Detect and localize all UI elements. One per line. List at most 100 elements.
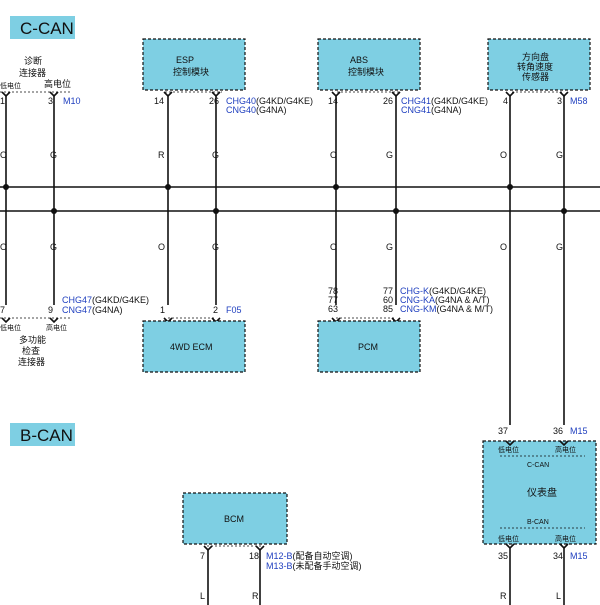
multi-check-connector: 低电位 高电位 多功能 检查 连接器 bbox=[0, 317, 70, 367]
connector-chg41: CHG41(G4KD/G4KE) bbox=[401, 96, 488, 106]
wire-color-bcm-l: L bbox=[200, 591, 205, 601]
connector-m15-bottom: M15 bbox=[570, 551, 588, 561]
svg-text:检查: 检查 bbox=[22, 345, 40, 356]
svg-text:低电位: 低电位 bbox=[0, 323, 21, 332]
abs-label: ABS bbox=[350, 55, 368, 65]
connector-cng40: CNG40(G4NA) bbox=[226, 105, 287, 115]
pin-cl-36: 36 bbox=[553, 426, 563, 436]
connector-cng-km: CNG-KM(G4NA & M/T) bbox=[400, 304, 493, 314]
pin-ecm-2: 2 bbox=[213, 305, 218, 315]
connector-m13b: M13-B(未配备手动空调) bbox=[266, 560, 362, 571]
esp-module bbox=[142, 38, 246, 91]
pin-diag-1: 1 bbox=[0, 96, 5, 106]
cl-bot-low: 低电位 bbox=[498, 534, 519, 543]
wire-color-steer-g: G bbox=[556, 150, 563, 160]
wire-color-pcm-g: G bbox=[386, 242, 393, 252]
instrument-cluster bbox=[482, 440, 597, 545]
wire-color-abs-o: O bbox=[330, 150, 337, 160]
steer-label-3: 传感器 bbox=[522, 71, 549, 82]
cl-top-high: 高电位 bbox=[555, 445, 576, 454]
diagnostic-connector: 诊断 连接器 低电位 高电位 bbox=[0, 55, 71, 98]
pin-steer-4: 4 bbox=[503, 96, 508, 106]
svg-text:高电位: 高电位 bbox=[46, 323, 67, 332]
pin-cl-35: 35 bbox=[498, 551, 508, 561]
connector-cng41: CNG41(G4NA) bbox=[401, 105, 462, 115]
pin-bcm-7: 7 bbox=[200, 551, 205, 561]
cl-ccan-label: C-CAN bbox=[527, 462, 549, 469]
bcm-module bbox=[182, 492, 288, 545]
pin-diag-3: 3 bbox=[48, 96, 53, 106]
connector-cng-ka: CNG-KA(G4NA & A/T) bbox=[400, 295, 490, 305]
steer-label-2: 转角速度 bbox=[517, 61, 553, 72]
svg-text:连接器: 连接器 bbox=[18, 356, 45, 367]
wire-color-cl-o: O bbox=[500, 242, 507, 252]
wire-color-esp-g: G bbox=[212, 150, 219, 160]
pin-bcm-18: 18 bbox=[249, 551, 259, 561]
cl-bot-high: 高电位 bbox=[555, 534, 576, 543]
connector-m12b: M12-B(配备自动空调) bbox=[266, 550, 353, 561]
pin-esp-26: 26 bbox=[209, 96, 219, 106]
cl-top-low: 低电位 bbox=[498, 445, 519, 454]
pin-pcm-63: 63 bbox=[328, 304, 338, 314]
wire-color-cl-l: L bbox=[556, 591, 561, 601]
pcm-label: PCM bbox=[358, 342, 378, 352]
abs-module bbox=[317, 38, 421, 91]
pin-cl-34: 34 bbox=[553, 551, 563, 561]
pin-abs-26: 26 bbox=[383, 96, 393, 106]
wire-color-cl-g: G bbox=[556, 242, 563, 252]
wire-color-ecm-g: G bbox=[212, 242, 219, 252]
wire-color-abs-g: G bbox=[386, 150, 393, 160]
svg-text:多功能: 多功能 bbox=[19, 334, 46, 345]
wire-color-esp-r: R bbox=[158, 150, 165, 160]
pin-cl-37: 37 bbox=[498, 426, 508, 436]
pin-abs-14: 14 bbox=[328, 96, 338, 106]
wire-color-multi-o: O bbox=[0, 242, 7, 252]
wire-color-diag-g: G bbox=[50, 150, 57, 160]
ccan-header-box bbox=[10, 16, 75, 39]
esp-label: ESP bbox=[176, 55, 194, 65]
abs-sublabel: 控制模块 bbox=[348, 66, 384, 77]
pin-ecm-1: 1 bbox=[160, 305, 165, 315]
ecm-4wd-label: 4WD ECM bbox=[170, 342, 213, 352]
cl-label: 仪表盘 bbox=[527, 486, 557, 499]
pin-pcm-77b: 77 bbox=[383, 286, 393, 296]
wire-color-cl-r: R bbox=[500, 591, 507, 601]
connector-m15-top: M15 bbox=[570, 426, 588, 436]
pin-pcm-78: 78 bbox=[328, 286, 338, 296]
svg-text:诊断: 诊断 bbox=[24, 55, 42, 66]
wire-color-multi-g: G bbox=[50, 242, 57, 252]
svg-text:连接器: 连接器 bbox=[19, 67, 46, 78]
bcan-header-box bbox=[10, 423, 75, 446]
wire-color-steer-o: O bbox=[500, 150, 507, 160]
pin-steer-3: 3 bbox=[557, 96, 562, 106]
wire-color-ecm-o: O bbox=[158, 242, 165, 252]
pin-multi-7: 7 bbox=[0, 305, 5, 315]
pin-pcm-77a: 77 bbox=[328, 295, 338, 305]
connector-m58: M58 bbox=[570, 96, 588, 106]
connector-chg47: CHG47(G4KD/G4KE) bbox=[62, 295, 149, 305]
pin-multi-9: 9 bbox=[48, 305, 53, 315]
bcan-header: B-CAN bbox=[20, 426, 73, 445]
connector-f05: F05 bbox=[226, 305, 242, 315]
bcm-label: BCM bbox=[224, 514, 244, 524]
wire-color-pcm-o: O bbox=[330, 242, 337, 252]
pin-pcm-60: 60 bbox=[383, 295, 393, 305]
esp-sublabel: 控制模块 bbox=[173, 66, 209, 77]
connector-chg-k: CHG-K(G4KD/G4KE) bbox=[400, 286, 486, 296]
ecm-4wd-module bbox=[142, 320, 246, 373]
wire-color-bcm-r: R bbox=[252, 591, 259, 601]
svg-text:高电位: 高电位 bbox=[44, 78, 71, 89]
cl-bcan-label: B-CAN bbox=[527, 519, 549, 526]
wire-color-diag-o: O bbox=[0, 150, 7, 160]
pcm-module bbox=[317, 320, 421, 373]
pin-esp-14: 14 bbox=[154, 96, 164, 106]
connector-cng47: CNG47(G4NA) bbox=[62, 305, 123, 315]
ccan-header: C-CAN bbox=[20, 19, 74, 38]
pin-pcm-85: 85 bbox=[383, 304, 393, 314]
steer-label-1: 方向盘 bbox=[522, 51, 549, 62]
connector-m10: M10 bbox=[63, 96, 81, 106]
connector-chg40: CHG40(G4KD/G4KE) bbox=[226, 96, 313, 106]
steering-angle-sensor bbox=[487, 38, 591, 91]
svg-text:低电位: 低电位 bbox=[0, 81, 21, 90]
